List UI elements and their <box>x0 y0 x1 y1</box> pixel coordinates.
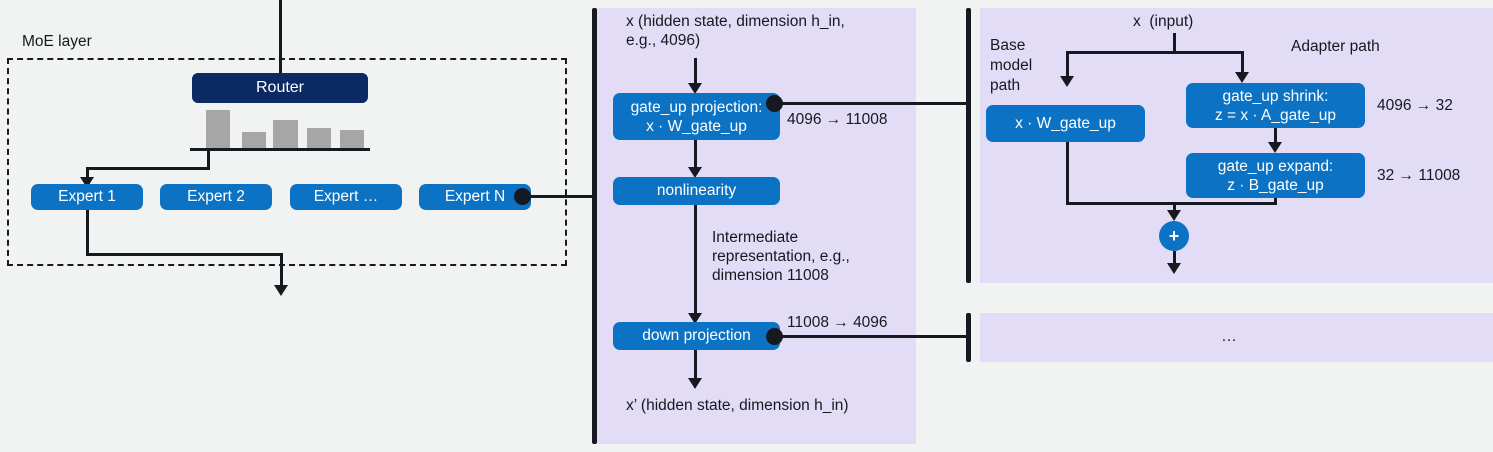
expert-2-node[interactable]: Expert 2 <box>160 184 272 210</box>
shrink-to-expand-line <box>1274 128 1277 145</box>
lora-fork-horizontal <box>1066 51 1244 54</box>
intermediate-representation-label: Intermediate representation, e.g., dimen… <box>712 229 850 284</box>
nonlinearity-node[interactable]: nonlinearity <box>613 177 780 205</box>
expert1-out-down <box>86 210 89 256</box>
gate-up-shrink-line1: gate_up shrink: <box>1222 87 1329 105</box>
moe-layer-title: MoE layer <box>22 33 92 50</box>
expert-ellipsis-node[interactable]: Expert … <box>290 184 402 210</box>
router-weight-bar-4 <box>307 128 331 148</box>
merge-arrowhead <box>1167 210 1181 221</box>
router-to-expert1-stub <box>207 148 210 170</box>
down-to-lora-line <box>774 335 968 338</box>
gate-up-expand-line1: gate_up expand: <box>1217 157 1334 175</box>
merge-output-line <box>1173 251 1176 267</box>
router-node[interactable]: Router <box>192 73 368 103</box>
down-to-output-line <box>694 350 697 382</box>
router-weight-bar-3 <box>273 120 298 148</box>
merge-horizontal <box>1066 202 1277 205</box>
moe-input-line <box>279 0 282 73</box>
base-model-path-label: Base model path <box>990 36 1050 96</box>
lora-base-arrowhead <box>1060 76 1074 87</box>
base-model-node[interactable]: x · W_gate_up <box>986 105 1145 142</box>
expert1-out-horizontal <box>86 253 283 256</box>
merge-add-label: + <box>1168 226 1180 246</box>
expert-detail-panel <box>596 8 916 444</box>
expert-n-node[interactable]: Expert N <box>419 184 531 210</box>
lora-input-line <box>1173 33 1176 53</box>
router-weight-bar-1 <box>206 110 230 148</box>
expert-1-label: Expert 1 <box>58 188 116 205</box>
merge-add-node[interactable]: + <box>1159 221 1189 251</box>
expert-n-label: Expert N <box>444 188 506 205</box>
gate-up-to-nonlinearity-line <box>694 140 697 170</box>
middle-input-label: x (hidden state, dimension h_in, e.g., 4… <box>626 13 845 49</box>
shrink-to-expand-arrowhead <box>1268 142 1282 153</box>
lora-more-ellipsis: … <box>1221 328 1239 345</box>
adapter-to-merge-down <box>1274 198 1277 204</box>
lora-fork-left-down <box>1066 51 1069 79</box>
gate-up-dim-label: 4096 → 11008 <box>787 111 888 128</box>
lora-adapter-arrowhead <box>1235 72 1249 83</box>
middle-input-arrow-line <box>694 58 697 86</box>
moe-output-arrowhead <box>274 285 288 296</box>
base-model-path-text: Base model path <box>990 37 1033 94</box>
moe-layer-boundary <box>7 58 567 266</box>
nonlinearity-to-down-arrowhead <box>688 313 702 324</box>
moe-output-down <box>280 253 283 287</box>
merge-output-arrowhead <box>1167 263 1181 274</box>
gate-up-shrink-line2: z = x · A_gate_up <box>1214 106 1337 124</box>
gate-up-expand-node[interactable]: gate_up expand: z · B_gate_up <box>1186 153 1365 198</box>
nonlinearity-to-down-line <box>694 205 697 318</box>
gate-up-expand-dim-label: 32 → 11008 <box>1377 167 1461 184</box>
router-weight-bar-5 <box>340 130 364 148</box>
middle-output-label: x’ (hidden state, dimension h_in) <box>626 397 849 414</box>
gate-up-shrink-dim-label: 4096 → 32 <box>1377 97 1453 114</box>
down-dim-label: 11008 → 4096 <box>787 314 888 331</box>
lora-detail-panel <box>980 8 1493 283</box>
down-projection-node[interactable]: down projection <box>613 322 780 350</box>
lora-more-panel-bracket <box>966 313 971 362</box>
middle-output-arrowhead <box>688 378 702 389</box>
gate-up-projection-node[interactable]: gate_up projection: x · W_gate_up <box>613 93 780 140</box>
gate-up-expand-line2: z · B_gate_up <box>1227 176 1324 194</box>
merge-stem <box>1173 202 1176 213</box>
down-projection-label: down projection <box>642 327 751 344</box>
base-to-merge-down <box>1066 142 1069 204</box>
gate-up-to-nonlinearity-arrowhead <box>688 167 702 178</box>
expert-n-to-mlp-line <box>522 195 596 198</box>
router-weight-baseline <box>190 148 370 151</box>
nonlinearity-label: nonlinearity <box>656 182 737 199</box>
middle-input-arrowhead <box>688 83 702 94</box>
gate-up-projection-line2: x · W_gate_up <box>646 117 747 135</box>
lora-fork-right-down <box>1241 51 1244 75</box>
adapter-path-label: Adapter path <box>1291 38 1380 55</box>
gate-up-shrink-node[interactable]: gate_up shrink: z = x · A_gate_up <box>1186 83 1365 128</box>
lora-input-label: x (input) <box>1133 13 1194 30</box>
expert-1-node[interactable]: Expert 1 <box>31 184 143 210</box>
gate-up-projection-line1: gate_up projection: <box>630 98 763 116</box>
router-label: Router <box>255 79 305 96</box>
expert-ellipsis-label: Expert … <box>313 188 379 205</box>
lora-detail-panel-bracket <box>966 8 971 283</box>
expert-detail-panel-bracket <box>592 8 597 444</box>
router-to-expert1-arrowhead <box>80 177 94 188</box>
lora-more-panel <box>980 313 1493 362</box>
gate-up-to-lora-line <box>774 102 968 105</box>
router-to-expert1-down <box>86 167 89 179</box>
router-to-expert1-horizontal <box>86 167 210 170</box>
router-weight-bar-2 <box>242 132 266 148</box>
expert-2-label: Expert 2 <box>187 188 245 205</box>
base-model-node-label: x · W_gate_up <box>1015 114 1116 132</box>
